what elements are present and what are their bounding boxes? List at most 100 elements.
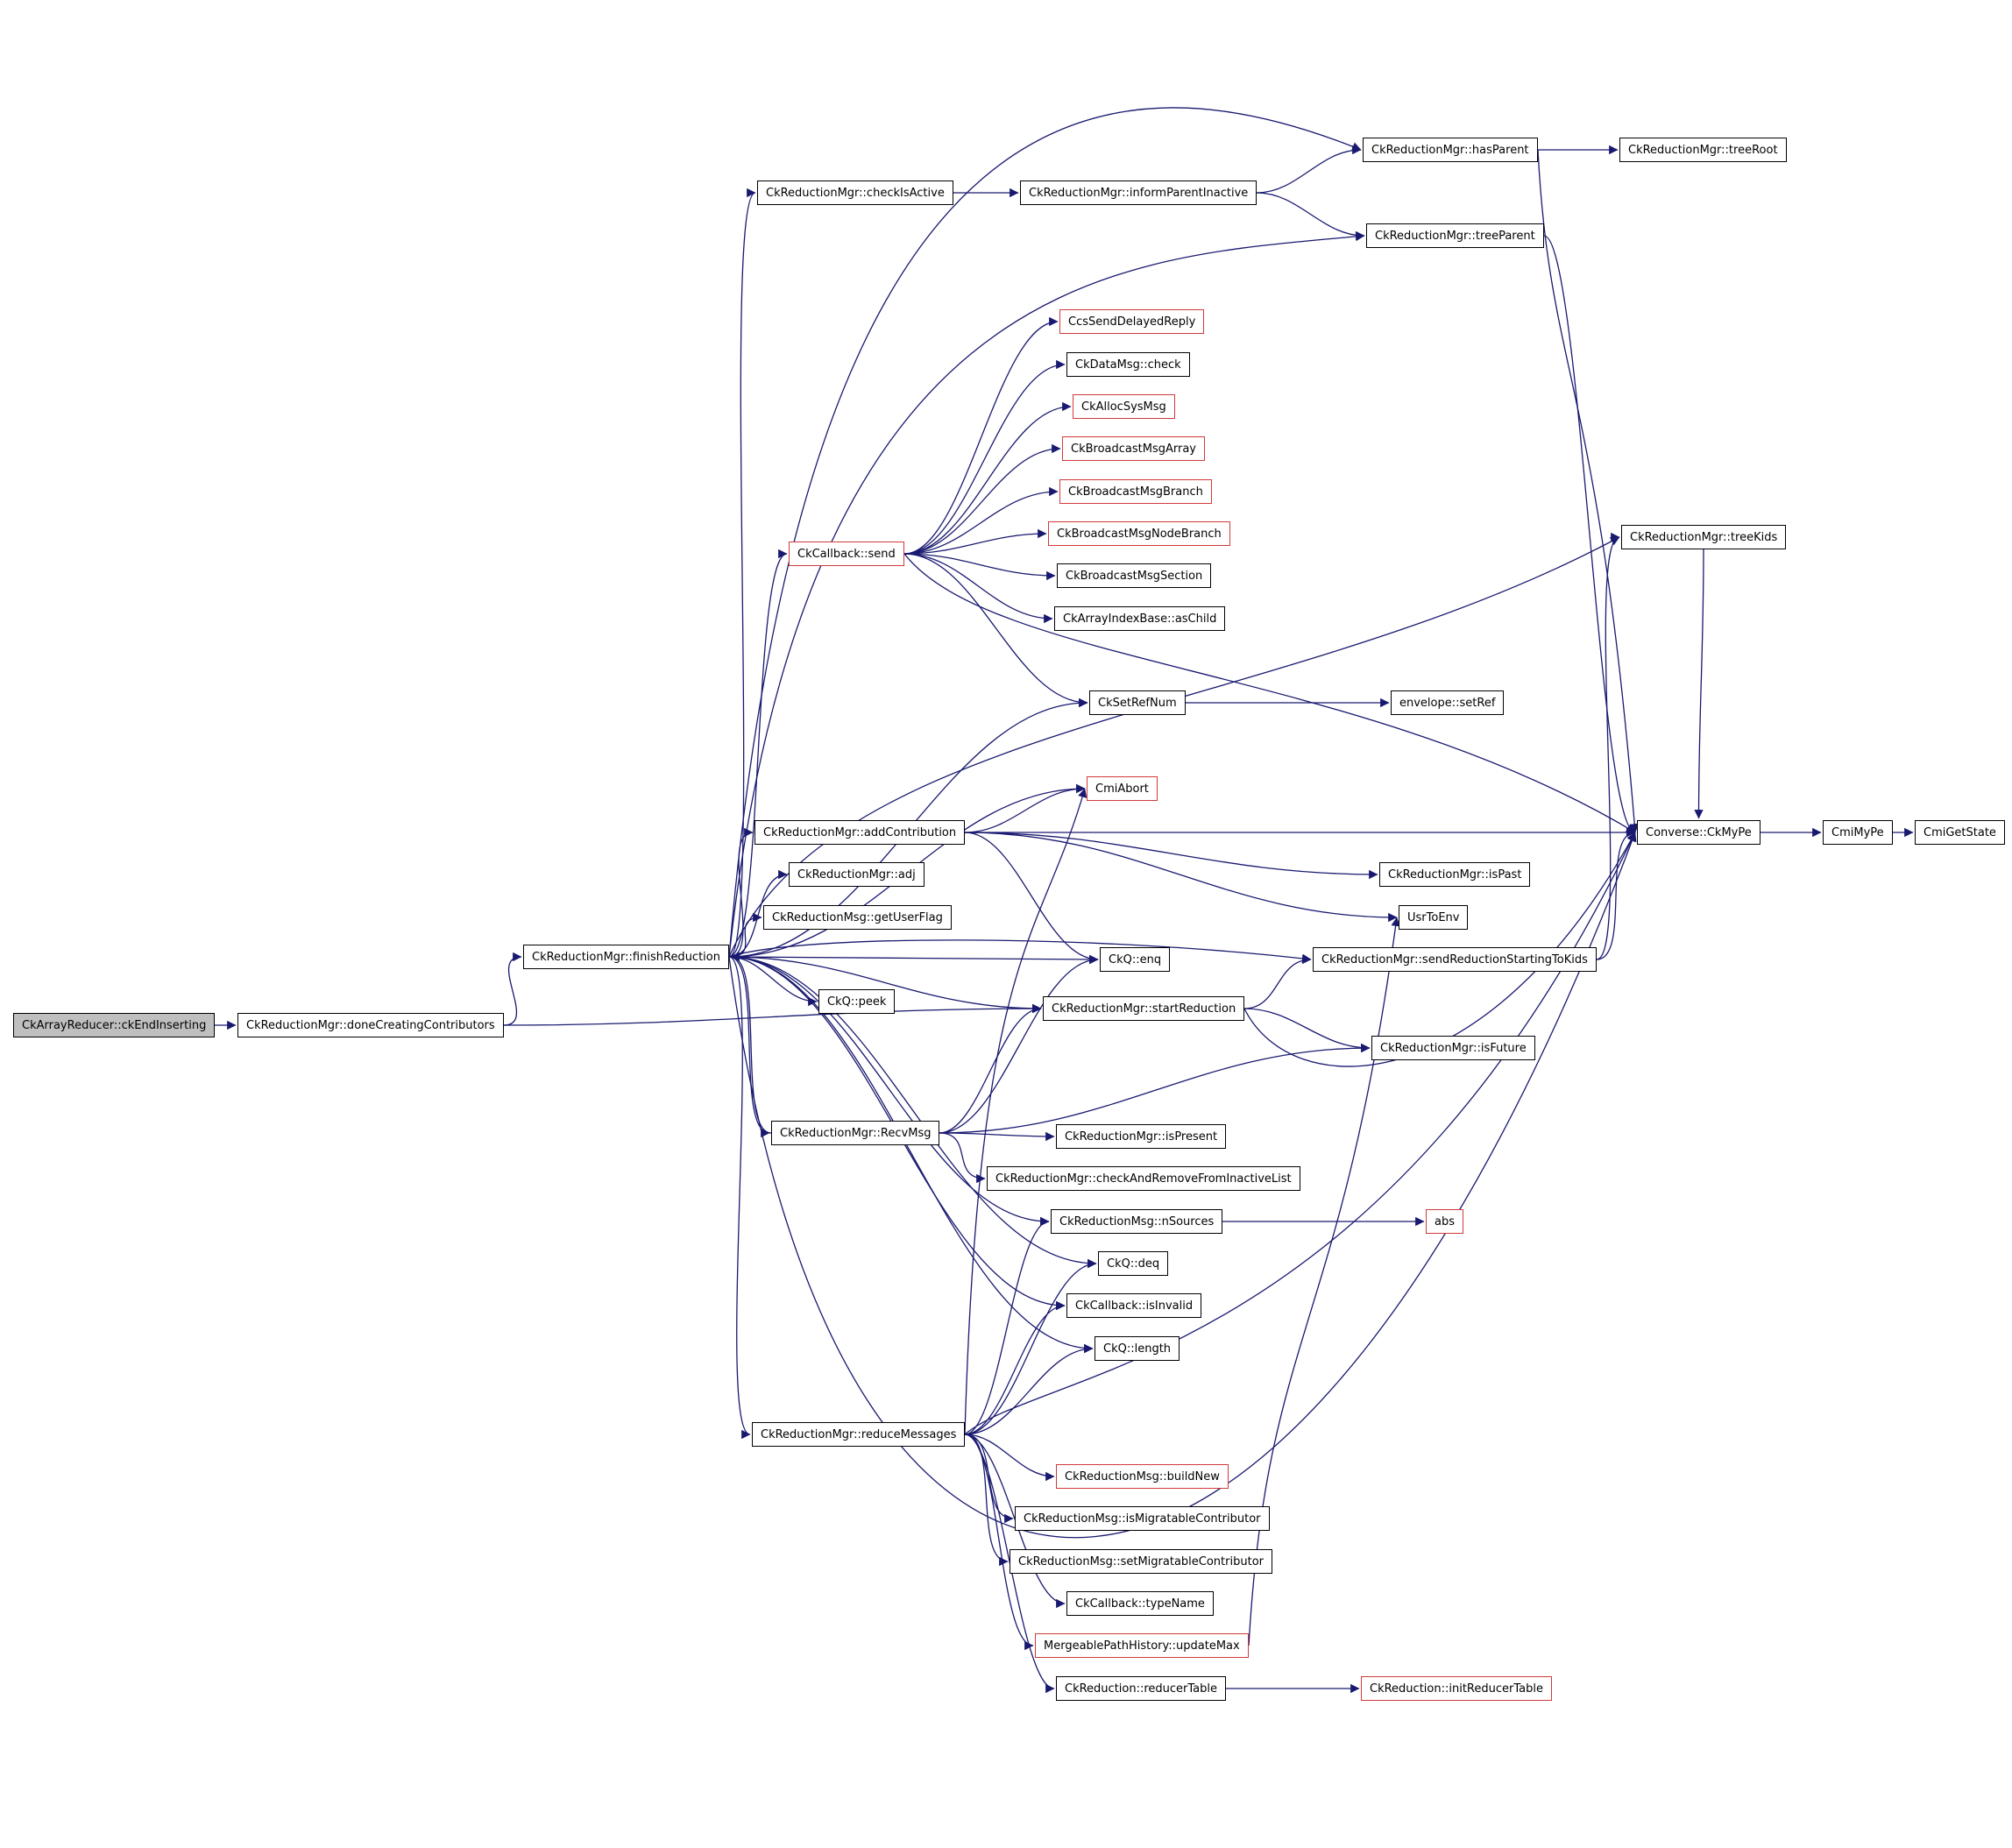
graph-node-getUserFlag[interactable]: CkReductionMsg::getUserFlag xyxy=(763,905,952,930)
graph-node-isPast[interactable]: CkReductionMgr::isPast xyxy=(1379,862,1531,887)
edge-send-broadcastMsgArray xyxy=(903,443,1061,555)
graph-node-sendReductionStartingToKids[interactable]: CkReductionMgr::sendReductionStartingToK… xyxy=(1313,947,1597,972)
graph-node-recvMsg[interactable]: CkReductionMgr::RecvMsg xyxy=(771,1121,940,1145)
edge-send-broadcastMsgNodeBranch xyxy=(903,528,1047,555)
edge-reduceMessages-length xyxy=(964,1343,1094,1435)
edge-addContribution-cmiAbort xyxy=(964,783,1086,833)
graph-node-setRef[interactable]: envelope::setRef xyxy=(1391,690,1505,715)
graph-node-broadcastMsgNodeBranch[interactable]: CkBroadcastMsgNodeBranch xyxy=(1048,521,1230,546)
edge-send-ccsSendDelayedReply xyxy=(903,316,1059,555)
edge-send-broadcastMsgBranch xyxy=(903,486,1059,555)
edge-startReduction-sendReductionStartingToKids xyxy=(1243,954,1312,1009)
graph-node-checkIsActive[interactable]: CkReductionMgr::checkIsActive xyxy=(757,181,953,205)
edge-doneCreatingContributors-startReduction xyxy=(503,1003,1042,1026)
edge-finishReduction-recvMsg xyxy=(728,956,770,1138)
edge-finishReduction-treeParent xyxy=(728,231,1365,958)
graph-node-isFuture[interactable]: CkReductionMgr::isFuture xyxy=(1371,1036,1535,1060)
edge-reduceMessages-deq xyxy=(964,1258,1097,1435)
edge-addContribution-isPast xyxy=(964,832,1378,880)
edge-finishReduction-checkIsActive xyxy=(728,188,756,958)
edge-doneCreatingContributors-finishReduction xyxy=(503,952,522,1026)
edge-finishReduction-reduceMessages xyxy=(728,956,751,1440)
edge-hasParent-ckMyPe xyxy=(1537,149,1640,833)
graph-node-broadcastMsgSection[interactable]: CkBroadcastMsgSection xyxy=(1057,563,1212,588)
edge-informParentInactive-hasParent xyxy=(1256,145,1362,194)
graph-node-finishReduction[interactable]: CkReductionMgr::finishReduction xyxy=(523,945,729,969)
edge-reduceMessages-isInvalid xyxy=(964,1300,1066,1435)
graph-node-typeName[interactable]: CkCallback::typeName xyxy=(1066,1591,1214,1616)
graph-node-nSources[interactable]: CkReductionMsg::nSources xyxy=(1051,1209,1223,1234)
graph-node-adj[interactable]: CkReductionMgr::adj xyxy=(789,862,925,887)
edge-finishReduction-send xyxy=(728,549,788,958)
edge-group xyxy=(215,107,1914,1694)
edge-send-allocSysMsg xyxy=(903,401,1072,555)
graph-node-abs[interactable]: abs xyxy=(1426,1209,1463,1234)
graph-node-treeRoot[interactable]: CkReductionMgr::treeRoot xyxy=(1619,138,1787,162)
graph-node-allocSysMsg[interactable]: CkAllocSysMsg xyxy=(1073,394,1175,419)
edge-reduceMessages-cmiAbort xyxy=(964,788,1087,1435)
graph-node-broadcastMsgArray[interactable]: CkBroadcastMsgArray xyxy=(1062,436,1205,461)
edge-send-check xyxy=(903,359,1066,555)
graph-node-startReduction[interactable]: CkReductionMgr::startReduction xyxy=(1043,996,1245,1021)
graph-node-send[interactable]: CkCallback::send xyxy=(789,542,904,566)
graph-node-length[interactable]: CkQ::length xyxy=(1095,1336,1180,1361)
edge-sendReductionStartingToKids-treeKids xyxy=(1596,532,1620,960)
edge-informParentInactive-treeParent xyxy=(1256,192,1365,241)
graph-node-reduceMessages[interactable]: CkReductionMgr::reduceMessages xyxy=(752,1422,966,1447)
edge-recvMsg-isPresent xyxy=(939,1131,1055,1142)
edge-send-setRefNum xyxy=(903,553,1088,708)
edge-recvMsg-checkAndRemove xyxy=(939,1132,986,1184)
edge-send-broadcastMsgSection xyxy=(903,553,1056,581)
graph-node-treeKids[interactable]: CkReductionMgr::treeKids xyxy=(1621,525,1787,549)
graph-node-ccsSendDelayedReply[interactable]: CcsSendDelayedReply xyxy=(1059,309,1205,334)
graph-node-peek[interactable]: CkQ::peek xyxy=(818,989,896,1014)
graph-node-deq[interactable]: CkQ::deq xyxy=(1098,1251,1169,1276)
graph-node-initReducerTable[interactable]: CkReduction::initReducerTable xyxy=(1361,1676,1552,1701)
edge-treeParent-ckMyPe xyxy=(1543,235,1636,838)
graph-node-hasParent[interactable]: CkReductionMgr::hasParent xyxy=(1363,138,1538,162)
edge-finishReduction-nSources xyxy=(728,956,1050,1227)
edge-addContribution-usrToEnv xyxy=(964,832,1398,923)
edge-send-asChild xyxy=(903,553,1053,624)
edge-finishReduction-ckMyPe xyxy=(728,832,1637,1539)
graph-node-buildNew[interactable]: CkReductionMsg::buildNew xyxy=(1056,1464,1229,1489)
graph-node-broadcastMsgBranch[interactable]: CkBroadcastMsgBranch xyxy=(1059,479,1212,504)
graph-node-enq[interactable]: CkQ::enq xyxy=(1100,947,1171,972)
edge-updateMax-usrToEnv xyxy=(1248,917,1400,1646)
edge-recvMsg-enq xyxy=(939,954,1099,1134)
graph-node-cmiGetState[interactable]: CmiGetState xyxy=(1915,820,2005,845)
edge-reduceMessages-buildNew xyxy=(964,1434,1055,1482)
graph-node-asChild[interactable]: CkArrayIndexBase::asChild xyxy=(1054,606,1226,631)
edge-finishReduction-sendReductionStartingToKids xyxy=(728,939,1312,964)
edge-reduceMessages-setMigratable xyxy=(964,1434,1009,1567)
graph-node-ckEndInserting[interactable]: CkArrayReducer::ckEndInserting xyxy=(13,1013,216,1037)
graph-node-informParentInactive[interactable]: CkReductionMgr::informParentInactive xyxy=(1020,181,1258,205)
graph-node-cmiMyPe[interactable]: CmiMyPe xyxy=(1823,820,1893,845)
graph-node-ckMyPe[interactable]: Converse::CkMyPe xyxy=(1637,820,1760,845)
graph-node-isPresent[interactable]: CkReductionMgr::isPresent xyxy=(1056,1124,1227,1149)
graph-node-updateMax[interactable]: MergeablePathHistory::updateMax xyxy=(1035,1633,1249,1658)
edge-send-ckMyPe xyxy=(903,553,1636,833)
graph-node-check[interactable]: CkDataMsg::check xyxy=(1066,352,1190,377)
graph-node-isInvalid[interactable]: CkCallback::isInvalid xyxy=(1066,1293,1202,1318)
edge-recvMsg-isFuture xyxy=(939,1043,1371,1134)
graph-node-setRefNum[interactable]: CkSetRefNum xyxy=(1089,690,1186,715)
edge-reduceMessages-nSources xyxy=(964,1216,1050,1435)
graph-node-addContribution[interactable]: CkReductionMgr::addContribution xyxy=(754,820,966,845)
edge-treeKids-ckMyPe xyxy=(1694,549,1704,819)
graph-node-doneCreatingContributors[interactable]: CkReductionMgr::doneCreatingContributors xyxy=(237,1013,504,1037)
graph-node-checkAndRemove[interactable]: CkReductionMgr::checkAndRemoveFromInacti… xyxy=(987,1166,1300,1191)
graph-node-treeParent[interactable]: CkReductionMgr::treeParent xyxy=(1366,223,1544,248)
graph-node-cmiAbort[interactable]: CmiAbort xyxy=(1087,776,1158,801)
edge-reduceMessages-isMigratable xyxy=(964,1434,1014,1524)
edge-finishReduction-addContribution xyxy=(728,827,754,958)
graph-node-reducerTable[interactable]: CkReduction::reducerTable xyxy=(1056,1676,1227,1701)
edge-finishReduction-peek xyxy=(728,956,818,1007)
edge-finishReduction-startReduction xyxy=(728,956,1042,1014)
graph-node-setMigratable[interactable]: CkReductionMsg::setMigratableContributor xyxy=(1010,1549,1272,1574)
edge-finishReduction-deq xyxy=(728,956,1097,1269)
graph-node-isMigratable[interactable]: CkReductionMsg::isMigratableContributor xyxy=(1015,1506,1270,1531)
graph-node-usrToEnv[interactable]: UsrToEnv xyxy=(1399,905,1469,930)
